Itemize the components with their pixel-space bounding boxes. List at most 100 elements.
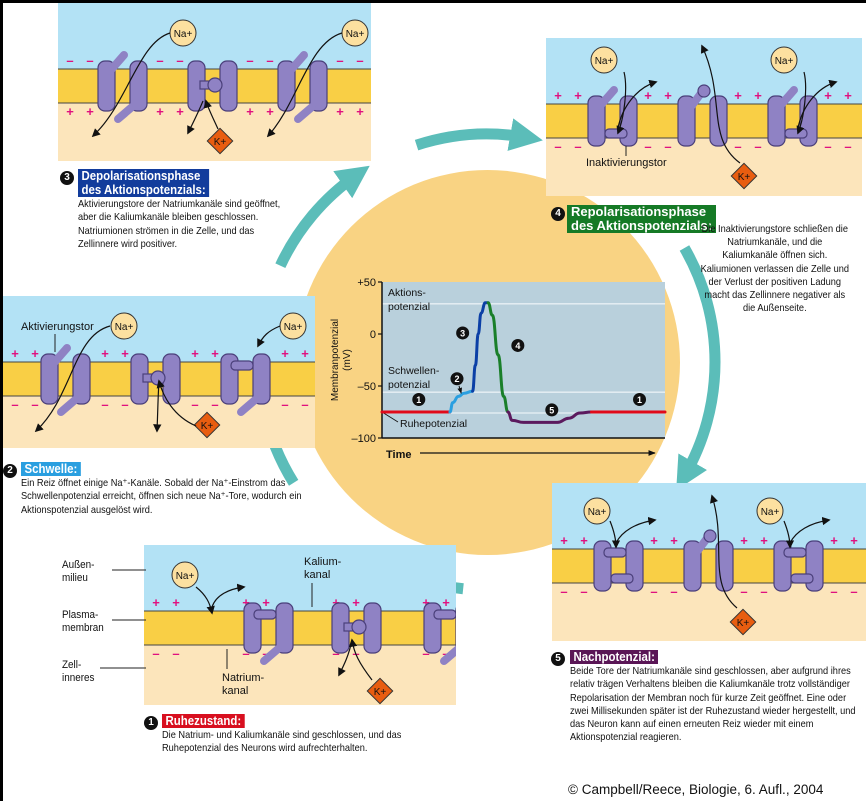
sodium-ion-label: Na+ [775,56,794,67]
intracellular-space [58,103,371,161]
ion-flow-arrow [156,379,197,427]
phase-1-title: Ruhezustand: [162,714,245,728]
ion-flow-arrow [700,44,741,164]
minus-charge-icon: – [266,53,273,68]
plus-charge-icon: + [356,104,364,119]
minus-charge-icon: – [844,139,851,154]
potassium-ion-icon [729,608,757,636]
ion-flow-arrow [783,520,795,549]
phase-3-text: Aktivierungstore der Natriumkanäle sind … [78,198,281,250]
potassium-ion-icon [206,127,234,155]
phase-marker-label: 1 [637,395,642,405]
activation-gate-label: Aktivierungstor [21,321,94,333]
panel2-svg: +–+–+–+–+–+–+–+–Na+Na+K+Aktivierungstor [3,296,315,448]
minus-charge-icon: – [332,646,339,661]
sodium-ion-label: Na+ [761,507,780,518]
ion-flow-arrow [266,32,343,138]
copyright: © Campbell/Reece, Biologie, 6. Aufl., 20… [568,782,824,797]
phase-3-number: 3 [60,171,74,185]
minus-charge-icon: – [31,397,38,412]
phase-2-title: Schwelle: [21,462,81,476]
sodium-ion-label: Na+ [174,29,193,40]
inactivation-gate-open [114,103,136,123]
phase-1-caption: Ruhezustand: Die Natrium- und Kaliumkanä… [162,714,426,756]
minus-charge-icon: – [356,53,363,68]
plus-charge-icon: + [101,346,109,361]
ion-flow-arrow [609,520,621,549]
label-outside: Außen- milieu [62,559,95,584]
minus-charge-icon: – [211,397,218,412]
plus-charge-icon: + [580,533,588,548]
plus-charge-icon: + [740,533,748,548]
minus-charge-icon: – [86,53,93,68]
plus-charge-icon: + [442,595,450,610]
inactivation-gate-closed [604,128,628,139]
potassium-channel-label-line: Kalium- [304,556,342,568]
minus-charge-icon: – [121,397,128,412]
panel5-svg: +–+–+–+–+–+–+–+–Na+Na+K+ [552,483,866,641]
ion-flow-arrow [348,638,373,681]
potassium-gate-ball [351,619,367,635]
plus-charge-icon: + [650,533,658,548]
plus-charge-icon: + [554,88,562,103]
sodium-ion-label: Na+ [588,507,607,518]
minus-charge-icon: – [246,53,253,68]
extracellular-space [58,3,371,69]
minus-charge-icon: – [191,397,198,412]
inactivation-gate-label-line: Inaktivierungstor [586,157,667,169]
plus-charge-icon: + [734,88,742,103]
activation-gate-closed [253,609,277,620]
potassium-ion-icon [366,677,394,705]
phase-marker [545,403,559,417]
sodium-channel-label: Natrium-kanal [222,672,265,697]
membrane-panel-depolarization: –+–+–+–+–+–+–+–+Na+Na+K+ [58,3,371,161]
phase-4-text: Die Inaktivierungstore schließen die Nat… [700,223,850,315]
plus-charge-icon: + [824,88,832,103]
phase-2-text: Ein Reiz öffnet einige Na⁺-Kanäle. Sobal… [21,477,302,516]
series-line-phase-4 [486,301,510,414]
phase-2-number: 2 [3,464,17,478]
potassium-channel-label-line: kanal [304,569,330,581]
y-axis-label-line1: Membranpotenzial [330,319,341,401]
minus-charge-icon: – [560,584,567,599]
ion-flow-arrow [617,79,658,129]
inactivation-gate-open [294,103,316,123]
phase-1-number: 1 [144,716,158,730]
plus-charge-icon: + [121,346,129,361]
sodium-ion-label: Na+ [346,29,365,40]
action-potential-label-line: potenzial [388,301,430,313]
ion-flow-arrow [796,71,807,135]
action-potential-label: Aktions-potenzial [388,287,430,313]
plus-charge-icon: + [332,595,340,610]
plus-charge-icon: + [66,104,74,119]
minus-charge-icon: – [101,397,108,412]
potassium-ion-icon [193,411,221,439]
phase-3-caption: Depolarisationsphase des Aktionspotenzia… [78,169,298,251]
activation-gate-label-line: Aktivierungstor [21,321,94,333]
plus-charge-icon: + [644,88,652,103]
plus-charge-icon: + [844,88,852,103]
plus-charge-icon: + [560,533,568,548]
minus-charge-icon: – [11,397,18,412]
sodium-channel-label-line: Natrium- [222,672,265,684]
plus-charge-icon: + [664,88,672,103]
potassium-ion-label: K+ [737,618,750,629]
minus-charge-icon: – [830,584,837,599]
intracellular-space [144,645,456,705]
ion-flow-arrow [615,516,657,544]
minus-charge-icon: – [66,53,73,68]
series-line-phase-5 [506,410,593,424]
potassium-channel-right-subunit [219,60,238,112]
minus-charge-icon: – [734,139,741,154]
y-tick-label: –100 [352,433,376,445]
ion-flow-arrow [211,583,246,608]
activation-gate-open [776,86,798,110]
phase-marker-label: 3 [460,328,465,338]
activation-gate-open [106,51,128,75]
activation-gate-closed [230,360,254,371]
cycle-arrow-4-to-5 [676,245,721,491]
minus-charge-icon: – [301,397,308,412]
plus-charge-icon: + [191,346,199,361]
ion-flow-arrow [797,79,838,129]
intracellular-space [546,138,862,196]
